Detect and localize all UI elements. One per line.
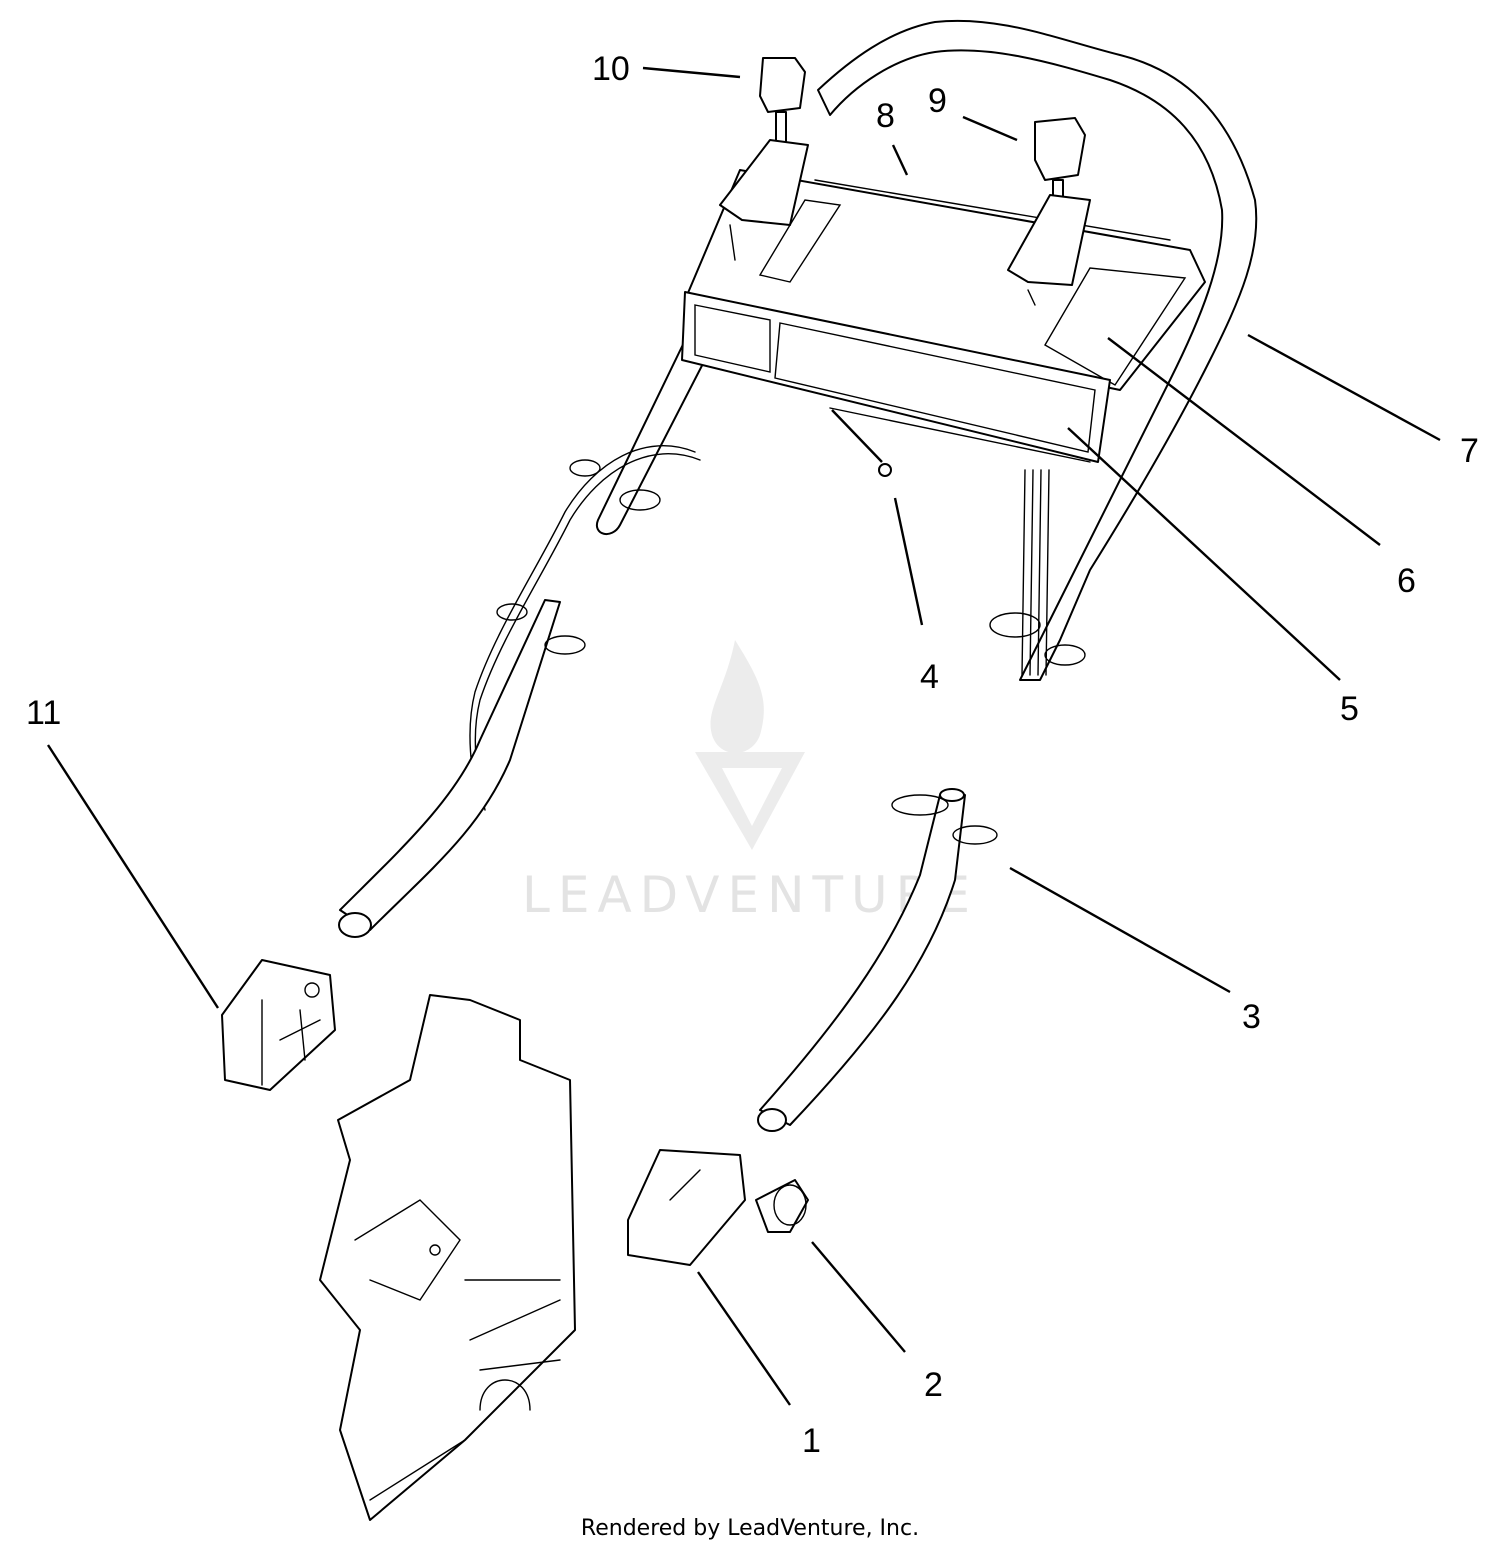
callout-8: 8 (876, 97, 895, 135)
watermark-v-icon (695, 752, 805, 850)
callout-3: 3 (1242, 998, 1261, 1036)
callout-5: 5 (1340, 690, 1359, 728)
watermark-flame-icon (710, 640, 764, 754)
callout-6: 6 (1397, 562, 1416, 600)
housing (319, 994, 576, 1521)
leader-lines (46, 66, 1441, 1406)
left-lower-handle (338, 599, 586, 938)
callout-11: 11 (26, 694, 61, 732)
watermark: LEADVENTURE (522, 640, 978, 924)
right-bracket (627, 1149, 809, 1266)
callouts: 10 9 8 7 6 5 4 11 3 2 1 (26, 50, 1479, 1460)
callout-7: 7 (1460, 432, 1479, 470)
callout-2: 2 (924, 1366, 943, 1404)
footer-credit: Rendered by LeadVenture, Inc. (580, 1516, 920, 1541)
callout-10: 10 (592, 50, 630, 88)
callout-9: 9 (928, 82, 947, 120)
left-bracket (221, 959, 336, 1091)
callout-4: 4 (920, 658, 939, 696)
right-lower-handle (757, 788, 998, 1132)
callout-1: 1 (802, 1422, 821, 1460)
upper-handle-assembly (469, 19, 1258, 811)
watermark-text: LEADVENTURE (522, 866, 978, 924)
